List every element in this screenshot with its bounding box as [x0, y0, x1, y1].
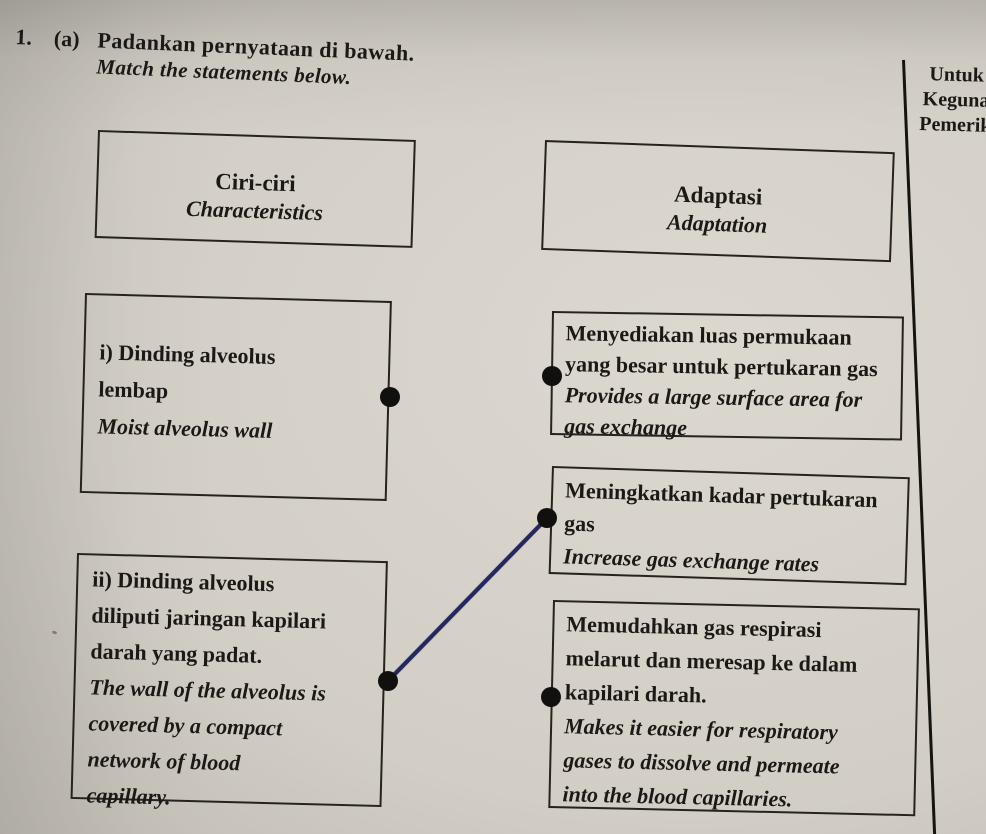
characteristics-header-box: Ciri-ciri Characteristics [94, 130, 416, 248]
adaptation-1-english: Provides a large surface area for gas ex… [564, 382, 863, 441]
statement-i-anchor-dot [380, 387, 400, 407]
statement-ii-malay: ii) Dinding alveolus diliputi jaringan k… [90, 566, 327, 668]
adaptation-header-box: Adaptasi Adaptation [541, 140, 895, 263]
statement-i-english: Moist alveolus wall [97, 413, 273, 443]
adaptation-3-box: Memudahkan gas respirasi melarut dan mer… [548, 600, 920, 817]
dust-speck [51, 630, 58, 635]
adaptation-3-english: Makes it easier for respiratory gases to… [562, 713, 840, 812]
adaptation-3-anchor-dot [541, 687, 561, 707]
adaptation-2-anchor-dot [537, 508, 557, 528]
statement-ii-box: ii) Dinding alveolus diliputi jaringan k… [70, 553, 388, 810]
adaptation-1-anchor-dot [542, 366, 562, 386]
statement-i-box: i) Dinding alveolus lembap Moist alveolu… [79, 293, 392, 501]
examiner-use-note: Untuk Keguna Pemerik [918, 63, 986, 137]
adaptation-1-box: Menyediakan luas permukaan yang besar un… [550, 311, 904, 441]
question-instruction: Padankan pernyataan di bawah. Match the … [96, 27, 415, 92]
question-number: 1. [14, 24, 33, 50]
adaptation-2-malay: Meningkatkan kadar pertukaran gas [563, 477, 879, 537]
adaptation-3-malay: Memudahkan gas respirasi melarut dan mer… [564, 611, 858, 708]
question-part-label: (a) [53, 25, 81, 52]
statement-ii-anchor-dot [378, 671, 398, 691]
adaptation-1-malay: Menyediakan luas permukaan yang besar un… [564, 320, 878, 382]
statement-i-malay: i) Dinding alveolus lembap [98, 339, 276, 404]
drawn-answer-line [386, 516, 549, 683]
question-heading: 1. (a) Padankan pernyataan di bawah. Mat… [14, 24, 415, 93]
statement-ii-english: The wall of the alveolus is covered by a… [86, 674, 327, 810]
adaptation-2-box: Meningkatkan kadar pertukaran gas Increa… [548, 466, 910, 586]
